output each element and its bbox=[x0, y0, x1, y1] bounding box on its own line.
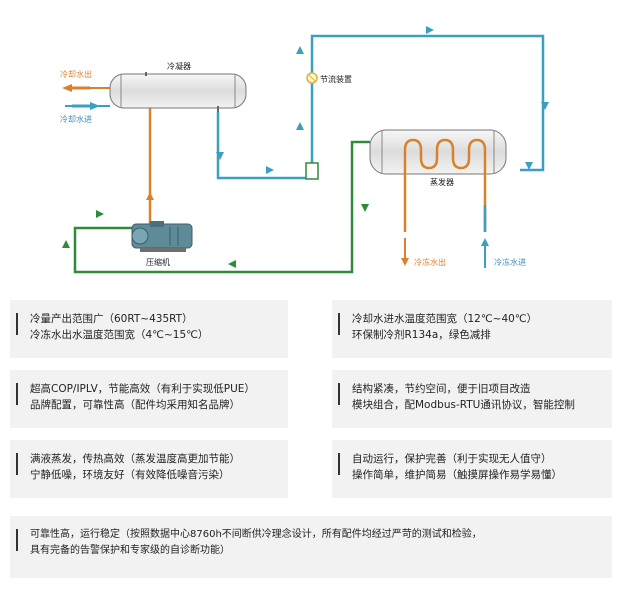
feature-line: 可靠性高，运行稳定（按照数据中心8760h不间断供冷理念设计，所有配件均经过严苛… bbox=[30, 529, 482, 540]
evaporator-return-down-arrow bbox=[525, 162, 533, 170]
feature-line: 结构紧凑，节约空间，便于旧项目改造 bbox=[352, 383, 531, 395]
feature-line: 品牌配置，可靠性高（配件均采用知名品牌） bbox=[30, 399, 240, 411]
card-accent-bar bbox=[338, 313, 340, 335]
throttle-up-arrow-2 bbox=[296, 46, 304, 54]
chilled-water-out-arrow bbox=[401, 258, 409, 266]
feature-line: 冷却水进水温度范围宽（12℃~40℃） bbox=[352, 313, 538, 325]
feature-card-capacity: 冷量产出范围广（60RT~435RT） 冷冻水出水温度范围宽（4℃~15℃） bbox=[10, 300, 288, 358]
feature-line: 满液蒸发，传热高效（蒸发温度高更加节能） bbox=[30, 453, 240, 465]
feature-card-evaporation: 满液蒸发，传热高效（蒸发温度高更加节能） 宁静低噪，环境友好（有效降低噪音污染） bbox=[10, 440, 288, 498]
liquid-line-pipe bbox=[216, 112, 307, 180]
cooling-water-out-label: 冷却水出 bbox=[60, 69, 92, 79]
card-accent-bar bbox=[16, 383, 18, 405]
feature-card-cooling-water: 冷却水进水温度范围宽（12℃~40℃） 环保制冷剂R134a，绿色减排 bbox=[332, 300, 612, 358]
throttle-valve bbox=[305, 72, 319, 180]
compressor-label: 压缩机 bbox=[146, 257, 170, 267]
chilled-water-in-arrow bbox=[481, 238, 489, 246]
evaporator-label: 蒸发器 bbox=[430, 177, 454, 187]
feature-line: 操作简单，维护简易（触摸屏操作易学易懂） bbox=[352, 469, 562, 481]
feature-line: 具有完备的告警保护和专家级的自诊断功能） bbox=[30, 545, 230, 556]
card-accent-bar bbox=[16, 529, 18, 551]
evaporator-coil bbox=[403, 138, 487, 232]
suction-line-pipe bbox=[73, 140, 370, 274]
condenser-label: 冷凝器 bbox=[167, 61, 191, 71]
liquid-line-down-arrow bbox=[216, 152, 224, 160]
compressor bbox=[131, 221, 193, 252]
feature-line: 自动运行，保护完善（利于实现无人值守） bbox=[352, 453, 552, 465]
feature-card-compact: 结构紧凑，节约空间，便于旧项目改造 模块组合，配Modbus-RTU通讯协议，智… bbox=[332, 370, 612, 428]
liquid-line-right-arrow bbox=[266, 166, 274, 174]
throttle-up-arrow-1 bbox=[296, 122, 304, 130]
suction-down-arrow bbox=[361, 204, 369, 212]
chilled-water-in-label: 冷冻水进 bbox=[494, 257, 526, 267]
feature-card-automation: 自动运行，保护完善（利于实现无人值守） 操作简单，维护简易（触摸屏操作易学易懂） bbox=[332, 440, 612, 498]
feature-card-reliability: 可靠性高，运行稳定（按照数据中心8760h不间断供冷理念设计，所有配件均经过严苛… bbox=[10, 516, 612, 578]
suction-up-arrow bbox=[62, 240, 70, 248]
evaporator bbox=[369, 129, 507, 232]
feature-line: 环保制冷剂R134a，绿色减排 bbox=[352, 329, 491, 341]
cooling-water-in-label: 冷却水进 bbox=[60, 114, 92, 124]
refrigeration-cycle-diagram: 冷凝器 冷却水出 冷却水进 节流装置 蒸发器 压缩机 冷冻水出 冷冻水进 bbox=[60, 26, 549, 274]
feature-card-efficiency: 超高COP/IPLV，节能高效（有利于实现低PUE） 品牌配置，可靠性高（配件均… bbox=[10, 370, 288, 428]
suction-left-arrow bbox=[228, 260, 236, 268]
condenser bbox=[109, 72, 247, 112]
card-accent-bar bbox=[338, 453, 340, 475]
cooling-water-in-arrow bbox=[90, 102, 100, 110]
card-accent-bar bbox=[16, 313, 18, 335]
feature-line: 冷量产出范围广（60RT~435RT） bbox=[30, 313, 193, 325]
card-accent-bar bbox=[16, 453, 18, 475]
top-right-arrow bbox=[426, 26, 434, 34]
throttle-label: 节流装置 bbox=[320, 74, 352, 84]
right-side-down-arrow bbox=[541, 102, 549, 110]
chilled-water-out-label: 冷冻水出 bbox=[414, 257, 446, 267]
feature-line: 模块组合，配Modbus-RTU通讯协议，智能控制 bbox=[352, 399, 575, 411]
feature-line: 超高COP/IPLV，节能高效（有利于实现低PUE） bbox=[30, 383, 255, 395]
suction-right-arrow bbox=[96, 210, 104, 218]
feature-line: 冷冻水出水温度范围宽（4℃~15℃） bbox=[30, 329, 209, 341]
discharge-up-arrow bbox=[146, 192, 154, 200]
feature-line: 宁静低噪，环境友好（有效降低噪音污染） bbox=[30, 469, 230, 481]
card-accent-bar bbox=[338, 383, 340, 405]
cooling-water-out-arrow bbox=[62, 84, 72, 92]
